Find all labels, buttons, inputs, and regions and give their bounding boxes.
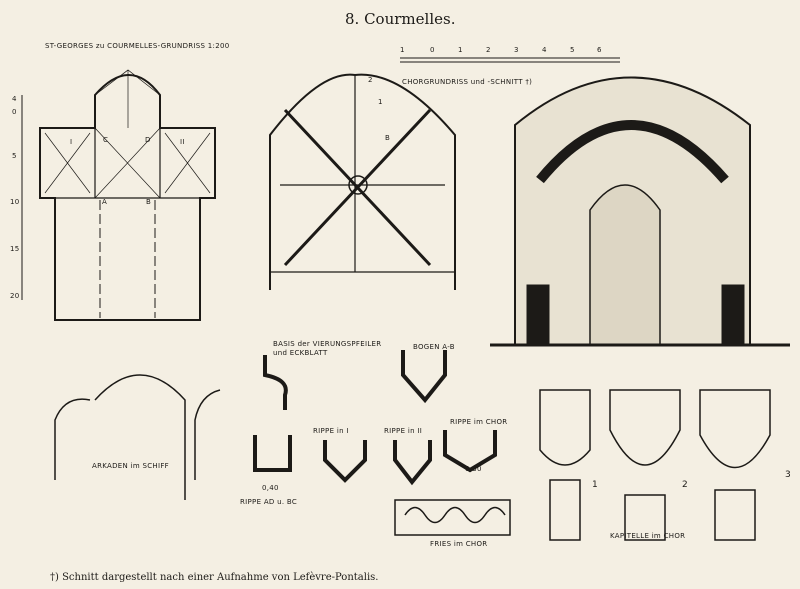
footnote: †) Schnitt dargestellt nach einer Aufnah… — [50, 572, 379, 583]
plan-letter-a: A — [102, 198, 108, 206]
molding-profiles — [54, 350, 497, 500]
capital-number-2: 2 — [682, 480, 689, 490]
fries-label: FRIES im CHOR — [430, 540, 488, 548]
choir-scale-4: 4 — [542, 46, 547, 54]
plan-scale-20: 20 — [10, 292, 20, 300]
bogen-label: BOGEN A-B — [413, 343, 455, 351]
plan-scale-10: 10 — [10, 198, 20, 206]
plan-scale-5: 5 — [12, 152, 17, 160]
choir-scale-5: 5 — [570, 46, 575, 54]
plan-letter-b: B — [146, 198, 152, 206]
choir-plan — [269, 57, 620, 290]
choir-number-1: 1 — [378, 98, 383, 106]
plan-letter-c: C — [103, 136, 109, 144]
plan-letter-ii: II — [180, 138, 185, 146]
dimension-040: 0,40 — [262, 484, 279, 492]
rippe-i-label: RIPPE in I — [313, 427, 349, 435]
choir-scale-6: 6 — [597, 46, 602, 54]
choir-scale-1: 1 — [458, 46, 463, 54]
plan-letter-i: I — [70, 138, 73, 146]
capital-number-1: 1 — [592, 480, 599, 490]
dimension-030: 0,30 — [465, 465, 482, 473]
plan-scale-15: 15 — [10, 245, 20, 253]
frieze-and-capitals — [394, 389, 771, 541]
ground-plan-label: ST-GEORGES zu COURMELLES-GRUNDRISS 1:200 — [45, 42, 230, 50]
plan-scale-4: 4 — [12, 95, 17, 103]
choir-label: CHORGRUNDRISS und -SCHNITT †) — [402, 78, 533, 86]
capital-number-3: 3 — [785, 470, 792, 480]
rippe-ad-label: RIPPE AD u. BC — [240, 498, 298, 506]
choir-section — [490, 76, 790, 347]
choir-scale-0: 0 — [430, 46, 435, 54]
arkaden-label: ARKADEN im SCHIFF — [92, 462, 169, 470]
choir-scale-3: 3 — [514, 46, 519, 54]
ground-plan — [21, 69, 216, 321]
rippe-chor-label: RIPPE im CHOR — [450, 418, 508, 426]
basis-label: BASIS der VIERUNGSPFEILER und ECKBLATT — [273, 340, 382, 357]
choir-number-2: 2 — [368, 76, 373, 84]
choir-letter-b: B — [385, 134, 391, 142]
plan-scale-0: 0 — [12, 108, 17, 116]
rippe-ii-label: RIPPE in II — [384, 427, 423, 435]
plate-title: 8. Courmelles. — [345, 10, 456, 28]
choir-scale-1a: 1 — [400, 46, 405, 54]
kapitelle-label: KAPITELLE im CHOR — [610, 532, 686, 540]
choir-scale-2: 2 — [486, 46, 491, 54]
plan-letter-d: D — [145, 136, 151, 144]
